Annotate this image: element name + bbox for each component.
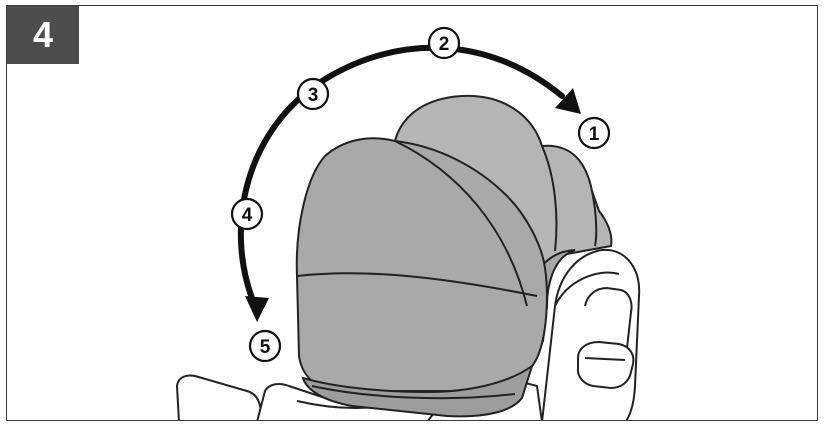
position-marker-3: 3: [296, 77, 330, 111]
position-label-4: 4: [242, 205, 253, 226]
position-marker-4: 4: [230, 197, 264, 231]
seat-shell: [541, 248, 641, 420]
position-marker-1: 1: [577, 116, 611, 150]
step-number-badge: 4: [7, 6, 79, 64]
position-label-3: 3: [308, 85, 319, 106]
position-label-1: 1: [589, 124, 600, 145]
position-label-5: 5: [260, 337, 271, 358]
illustration-frame: 4: [6, 5, 818, 421]
arrow-head-bottom: [245, 296, 269, 322]
canopy-illustration: 1 2 3 4 5: [175, 26, 641, 420]
position-label-2: 2: [439, 34, 450, 55]
position-marker-2: 2: [427, 26, 461, 60]
canopy: [295, 94, 613, 418]
arrow-head-right: [555, 88, 581, 114]
position-marker-5: 5: [248, 329, 282, 363]
